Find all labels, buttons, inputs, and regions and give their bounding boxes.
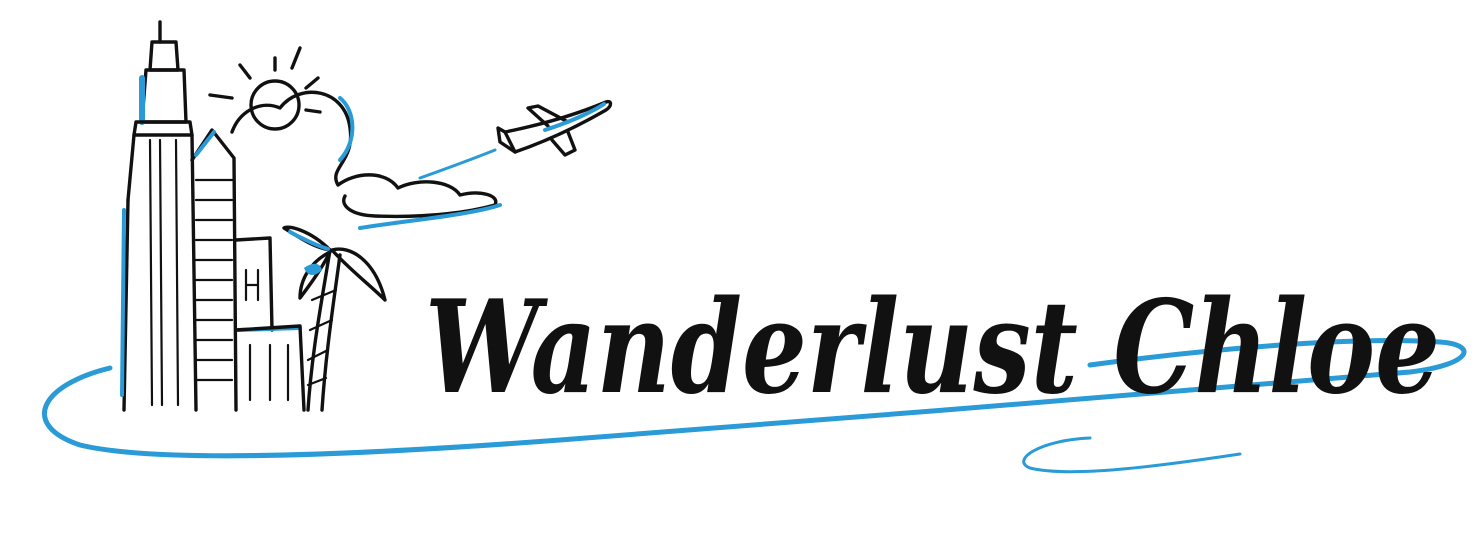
airplane-icon bbox=[418, 99, 613, 180]
skyline-icon bbox=[120, 20, 306, 412]
swoosh-icon bbox=[42, 338, 1467, 474]
sun-icon bbox=[208, 46, 322, 131]
wordmark-text: Wanderlust Chloe bbox=[425, 273, 1440, 423]
cloud-icon bbox=[230, 90, 502, 230]
palm-tree-icon bbox=[282, 225, 387, 412]
